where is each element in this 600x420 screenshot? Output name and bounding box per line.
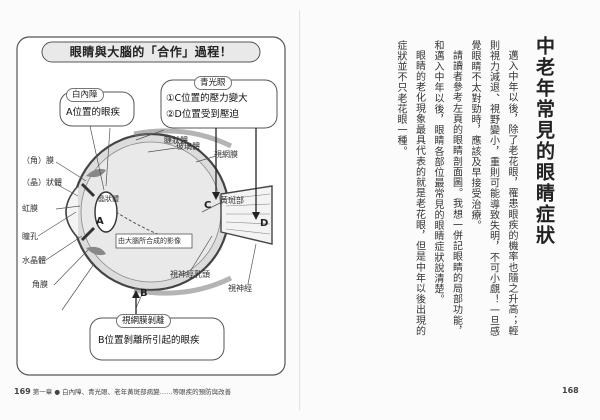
eye-diagram-card: 眼睛與大腦的「合作」過程！ 白內障 A位置的眼疾 青光眼 ①C位置的壓力變大 ②… — [16, 36, 286, 376]
iris-label: 虹膜 — [22, 204, 38, 213]
vitreous-label: 玻璃體 — [176, 142, 200, 151]
eye-diagram-drawing — [16, 36, 286, 376]
paragraph: 請讀者參考左頁的眼睛剖面圖。我想一併記眼睛的局部功能，和邁入中年以後，眼睛各部位… — [432, 40, 462, 337]
glaucoma-cause-2: ②D位置受到壓迫 — [166, 109, 239, 120]
marker-c: C — [204, 200, 212, 211]
marker-b: B — [140, 288, 148, 299]
marker-d: D — [260, 218, 269, 229]
left-page: 眼睛與大腦的「合作」過程！ 白內障 A位置的眼疾 青光眼 ①C位置的壓力變大 ②… — [14, 36, 286, 396]
cataract-label: 白內障 — [66, 88, 104, 102]
conjunctiva-label: 角膜 — [32, 280, 48, 289]
macula-label: 黃斑部 — [220, 196, 244, 205]
ciliary-body-label: 睫狀體 — [164, 136, 188, 145]
optic-disc-label: 視神經乳頭 — [170, 270, 210, 279]
glaucoma-label: 青光眼 — [194, 76, 232, 90]
retinal-detachment-label: 視網膜剝離 — [116, 314, 171, 328]
aqueous-label: 水晶體 — [22, 256, 46, 265]
crystalline-lens-label: 晶狀體 — [98, 195, 119, 203]
book-gutter — [299, 10, 300, 410]
retina-label: 視網膜 — [214, 150, 238, 159]
paragraph: 邁入中年以後，除了老花眼，罹患眼疾的機率也隨之升高；輕則視力減退、視野變小，重則… — [469, 40, 517, 337]
article-title: 中老年常見的眼睛症狀 — [533, 36, 555, 246]
glaucoma-cause-1: ①C位置的壓力變大 — [166, 93, 248, 104]
running-head: 第一章 ● 白內障、青光眼、老年黃斑部病變……等眼疾的預防與改善 — [32, 388, 232, 396]
paragraph: 眼睛的老化現象最具代表的就是老花眼，但是中年以後出現的症狀並不只老花眼一種。 — [395, 40, 425, 337]
cataract-description: A位置的眼疾 — [66, 107, 120, 118]
pupil-label: 瞳孔 — [22, 232, 38, 241]
brain-image-label: 由大腦所合成的影像 — [118, 237, 181, 245]
diagram-title: 眼睛與大腦的「合作」過程！ — [69, 45, 233, 59]
left-page-number: 169 — [14, 387, 31, 396]
retinal-detachment-description: B位置剝離所引起的眼疾 — [98, 335, 200, 346]
cornea-label: （角）膜 — [22, 156, 54, 165]
right-page-number: 168 — [562, 386, 579, 395]
marker-a: A — [96, 216, 104, 227]
left-footer: 169 第一章 ● 白內障、青光眼、老年黃斑部病變……等眼疾的預防與改善 — [14, 386, 231, 396]
article-body: 邁入中年以後，除了老花眼，罹患眼疾的機率也隨之升高；輕則視力減退、視野變小，重則… — [370, 40, 520, 340]
optic-nerve-label: 視神經 — [228, 284, 252, 293]
lens-side-label: （晶）狀體 — [22, 178, 62, 187]
